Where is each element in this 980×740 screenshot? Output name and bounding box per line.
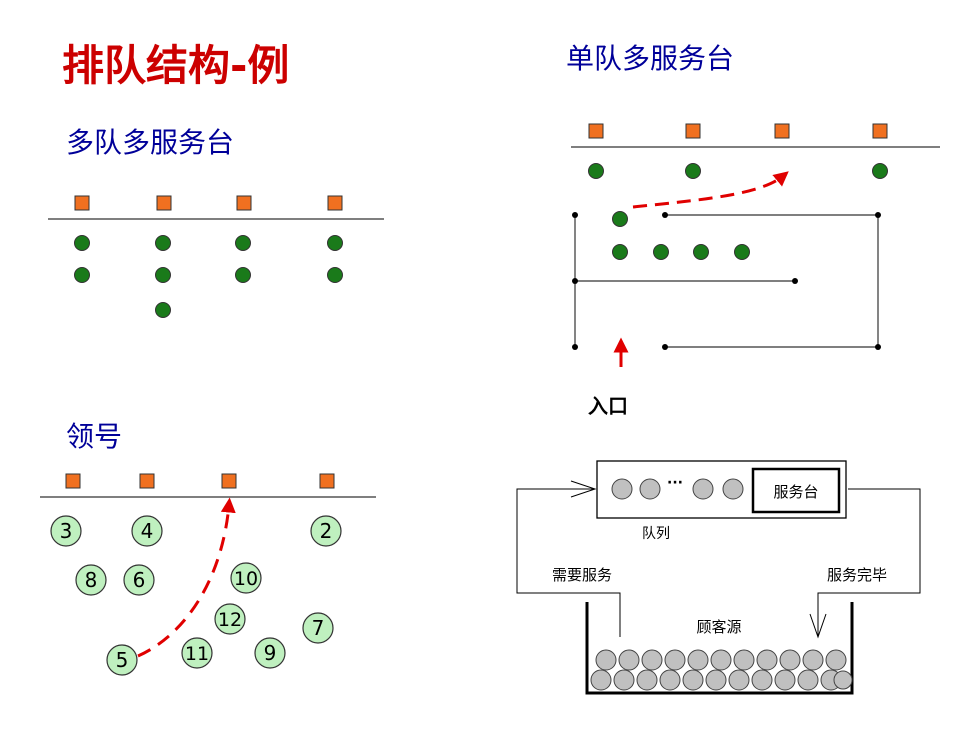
arrival-arrowhead xyxy=(570,480,597,498)
source-label: 顾客源 xyxy=(696,618,741,636)
ticket-heading: 领号 xyxy=(66,420,122,453)
svg-text:11: 11 xyxy=(185,643,209,665)
queued-customer-icon xyxy=(611,478,633,500)
ticket-bubble: 4 xyxy=(131,515,163,547)
ticket-bubble: 2 xyxy=(310,515,342,547)
customer-icon xyxy=(685,163,701,179)
server-icon xyxy=(139,473,155,489)
single-queue-heading: 单队多服务台 xyxy=(566,42,734,75)
queue-model-section: ··· 服务台 队列 需要服务 服务完毕 顾客源 xyxy=(516,460,921,695)
server-icon xyxy=(221,473,237,489)
customer-icon xyxy=(693,244,709,260)
svg-text:3: 3 xyxy=(60,519,73,543)
customer-icon xyxy=(74,235,90,251)
post-dot xyxy=(572,344,578,350)
ticket-bubble: 12 xyxy=(214,603,246,635)
queued-customer-icon xyxy=(639,478,661,500)
server-icon xyxy=(319,473,335,489)
customer-icon xyxy=(155,302,171,318)
multi-queue-section: 多队多服务台 xyxy=(48,126,384,318)
svg-text:8: 8 xyxy=(85,568,98,592)
customer-icon xyxy=(74,267,90,283)
ticket-bubble: 6 xyxy=(123,564,155,596)
svg-text:12: 12 xyxy=(218,609,242,631)
need-service-label: 需要服务 xyxy=(552,566,612,584)
customer-icon xyxy=(612,211,628,227)
post-dot xyxy=(875,344,881,350)
departure-arrowhead xyxy=(809,613,827,639)
single-queue-section: 单队多服务台 入口 xyxy=(566,42,940,418)
customer-icon xyxy=(872,163,888,179)
svg-text:4: 4 xyxy=(141,519,154,543)
source-balls xyxy=(590,649,853,691)
source-container xyxy=(585,602,854,695)
post-dot xyxy=(572,212,578,218)
queued-customer-icon xyxy=(692,478,714,500)
post-dot xyxy=(875,212,881,218)
svg-text:9: 9 xyxy=(264,641,277,665)
server-icon xyxy=(236,195,252,211)
customer-icon xyxy=(327,235,343,251)
customer-icon xyxy=(155,235,171,251)
ticket-bubble: 8 xyxy=(75,564,107,596)
svg-text:2: 2 xyxy=(320,519,333,543)
post-dot xyxy=(572,278,578,284)
queue-label: 队列 xyxy=(642,526,670,542)
to-server-arrow xyxy=(632,171,789,209)
ticket-bubble: 9 xyxy=(254,637,286,669)
svg-text:5: 5 xyxy=(116,648,129,672)
post-dot xyxy=(792,278,798,284)
queued-customer-icon xyxy=(722,478,744,500)
ticket-section: 领号 3 4 2 8 6 10 xyxy=(40,420,376,676)
ticket-bubble: 3 xyxy=(50,515,82,547)
server-label: 服务台 xyxy=(773,483,818,501)
post-dot xyxy=(662,344,668,350)
service-done-label: 服务完毕 xyxy=(827,566,887,584)
customer-icon xyxy=(588,163,604,179)
server-icon xyxy=(327,195,343,211)
ticket-bubble: 11 xyxy=(181,637,213,669)
multi-queue-heading: 多队多服务台 xyxy=(66,126,234,159)
customer-icon xyxy=(235,235,251,251)
post-dot xyxy=(662,212,668,218)
ticket-bubble: 5 xyxy=(106,644,138,676)
arrival-path xyxy=(516,488,621,637)
customer-icon xyxy=(734,244,750,260)
server-icon xyxy=(156,195,172,211)
server-icon xyxy=(65,473,81,489)
page-title: 排队结构-例 xyxy=(62,41,289,90)
departure-path xyxy=(817,488,921,637)
svg-text:6: 6 xyxy=(133,568,146,592)
ticket-bubble: 10 xyxy=(230,562,262,594)
ticket-bubble: 7 xyxy=(302,612,334,644)
server-box xyxy=(751,467,841,514)
server-icon xyxy=(74,195,90,211)
queue-ellipsis: ··· xyxy=(667,475,683,491)
server-icon xyxy=(872,123,888,139)
customer-icon xyxy=(235,267,251,283)
server-icon xyxy=(774,123,790,139)
customer-icon xyxy=(155,267,171,283)
server-icon xyxy=(685,123,701,139)
server-icon xyxy=(588,123,604,139)
svg-text:7: 7 xyxy=(312,616,325,640)
svg-text:10: 10 xyxy=(234,568,258,590)
entrance-label: 入口 xyxy=(588,394,628,418)
customer-icon xyxy=(612,244,628,260)
customer-icon xyxy=(653,244,669,260)
customer-icon xyxy=(327,267,343,283)
